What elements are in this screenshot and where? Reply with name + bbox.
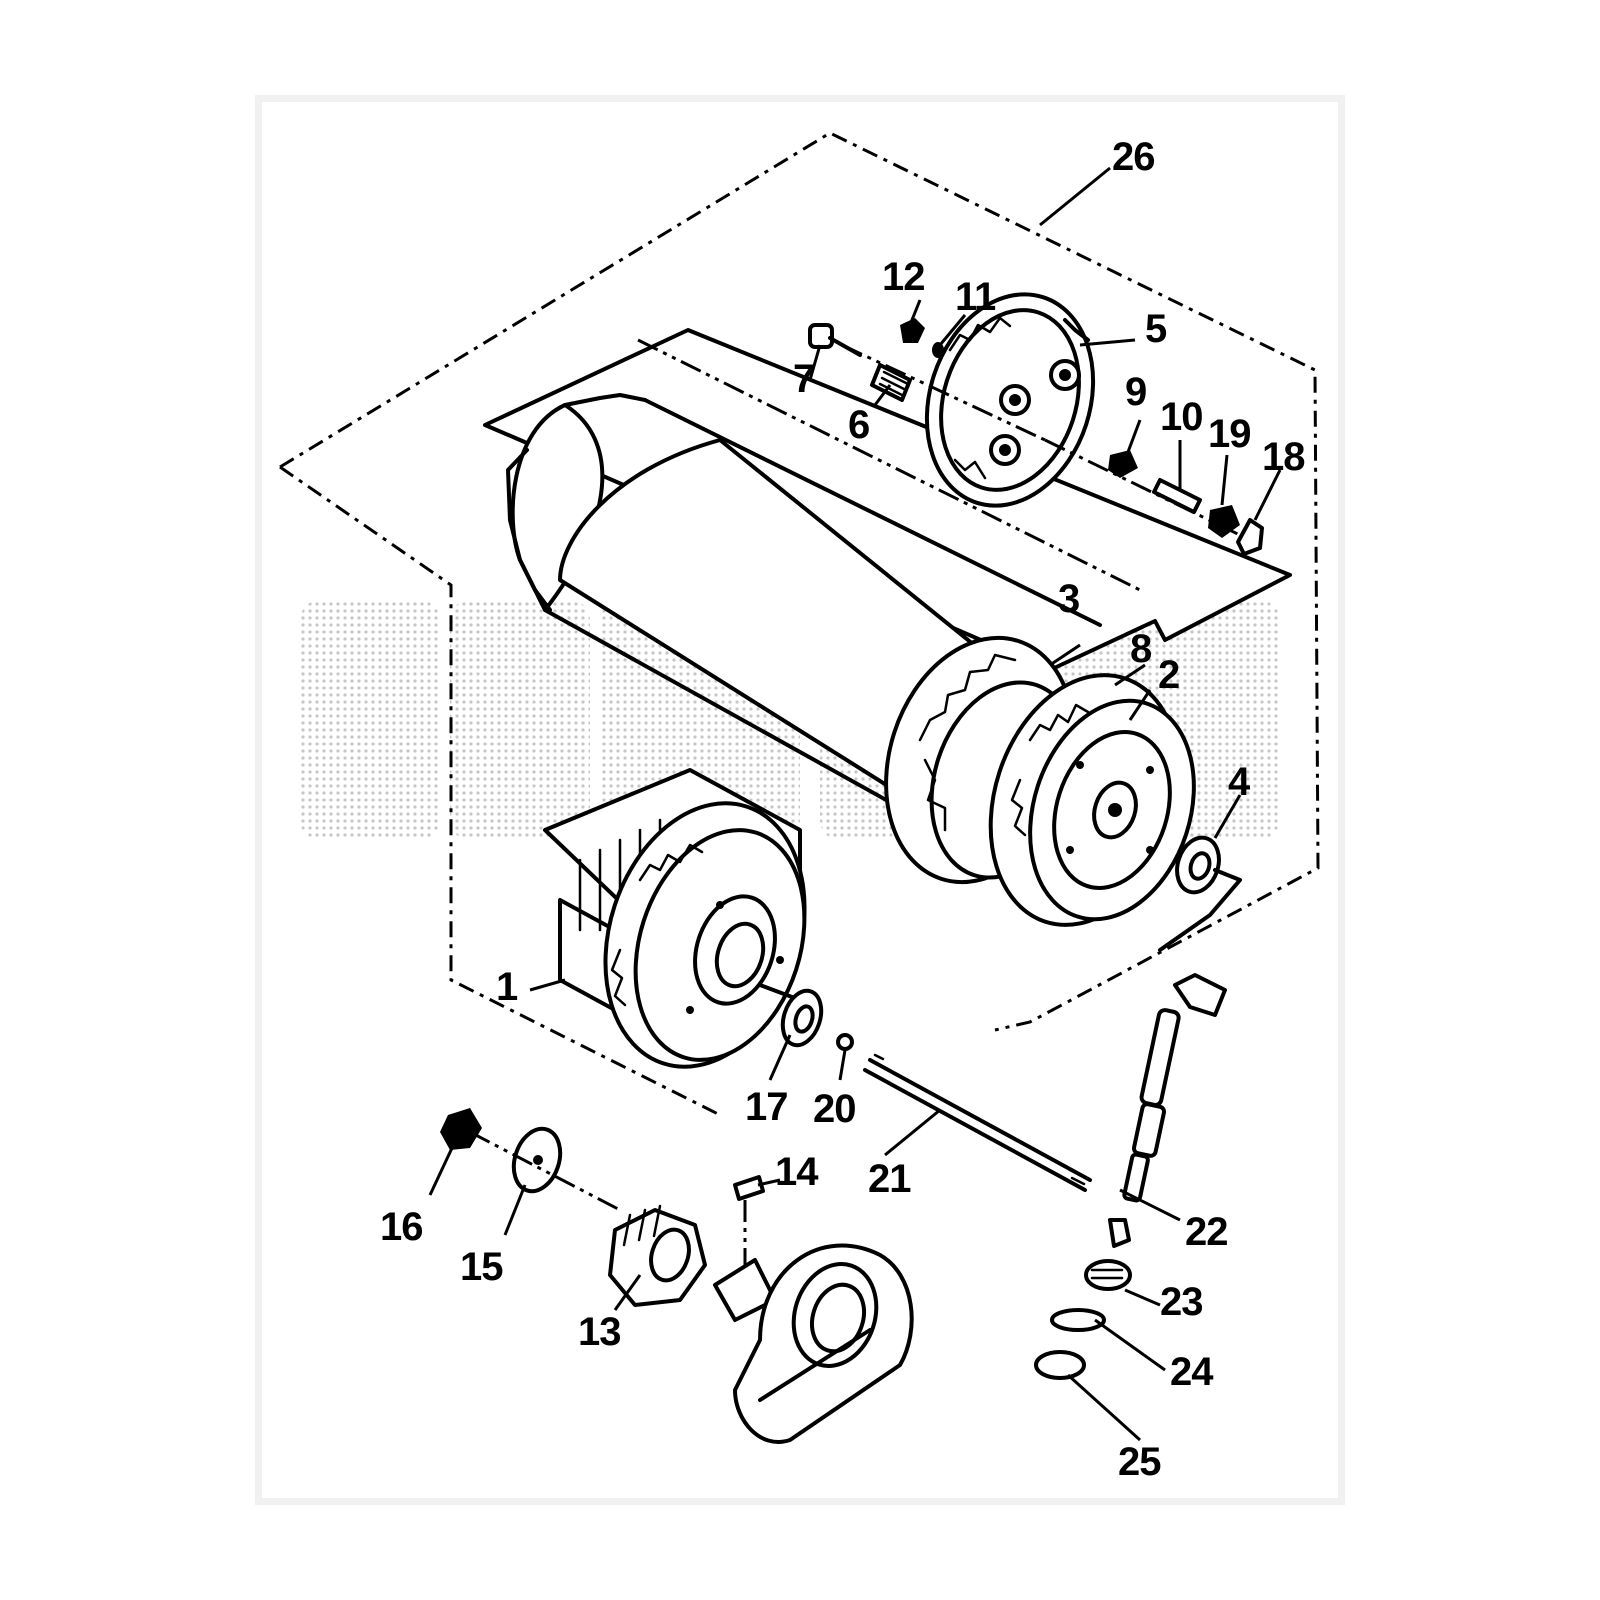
callout-25: 25: [1118, 1440, 1161, 1484]
callout-23: 23: [1160, 1280, 1203, 1324]
callout-12: 12: [882, 255, 925, 299]
washer-4: [1158, 835, 1242, 952]
callout-18: 18: [1262, 435, 1305, 479]
callout-17: 17: [745, 1085, 788, 1129]
oil-pump-group: [440, 1108, 914, 1444]
callout-21: 21: [868, 1157, 911, 1201]
callout-7: 7: [793, 357, 814, 401]
clutch-lifter-plate: [924, 292, 1096, 508]
small-parts-9-10-18-19: [1108, 450, 1264, 556]
callout-3: 3: [1058, 577, 1079, 621]
callout-19: 19: [1208, 412, 1251, 456]
thrust-washer-17: [780, 988, 854, 1051]
callout-2: 2: [1158, 653, 1179, 697]
leader-lines: [428, 166, 1282, 1442]
bolt-spring-group: [808, 318, 1251, 542]
callout-labels: 1 2 3 4 5 6 7 8 9 10 11 12 13 14 15 16 1…: [380, 135, 1306, 1484]
callout-10: 10: [1160, 395, 1203, 439]
assembly-outline: [279, 131, 1320, 1117]
clutch-housing: [543, 768, 807, 1069]
callout-24: 24: [1170, 1350, 1214, 1394]
callout-1: 1: [496, 965, 518, 1009]
push-rod-21: [863, 1053, 1092, 1192]
callout-6: 6: [848, 403, 869, 447]
pressure-plate: [988, 673, 1196, 927]
callout-8: 8: [1130, 627, 1152, 671]
callout-22: 22: [1185, 1210, 1228, 1254]
callout-5: 5: [1145, 307, 1167, 351]
callout-26: 26: [1112, 135, 1155, 179]
lifter-arm-22: [1034, 973, 1227, 1380]
callout-16: 16: [380, 1205, 423, 1249]
callout-9: 9: [1125, 370, 1146, 414]
callout-15: 15: [460, 1245, 503, 1289]
callout-14: 14: [775, 1150, 819, 1194]
callout-20: 20: [813, 1087, 856, 1131]
callout-4: 4: [1228, 760, 1251, 804]
callout-13: 13: [578, 1310, 621, 1354]
callout-11: 11: [955, 275, 996, 319]
